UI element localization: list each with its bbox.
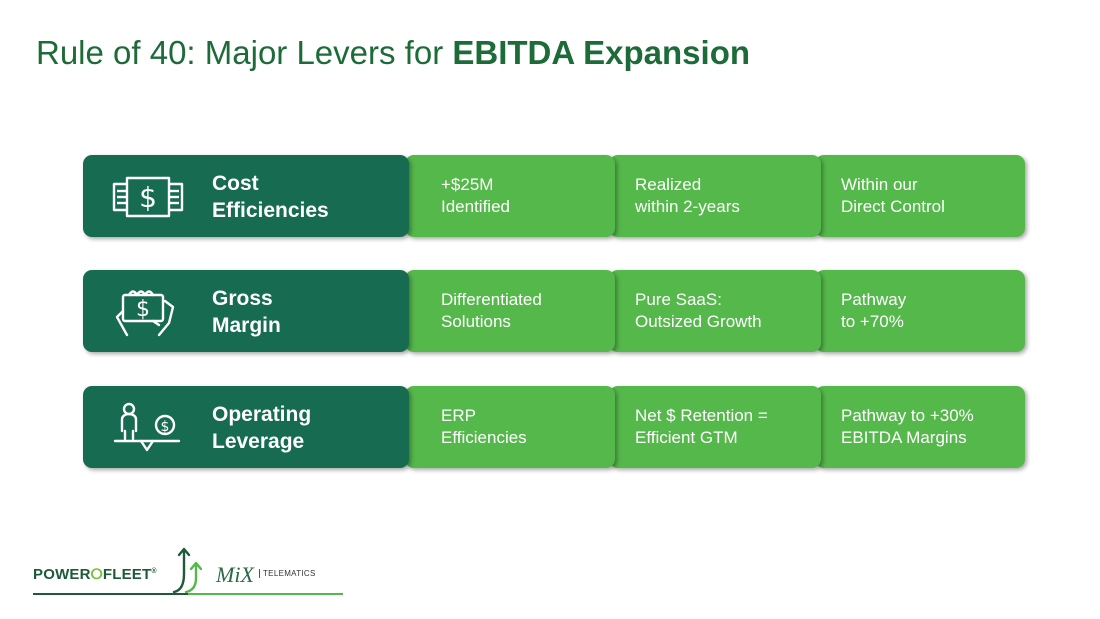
title-regular: Rule of 40: Major Levers for [36,34,453,71]
lever-row-cost-efficiencies: $ Cost Efficiencies +$25M Identified Rea… [83,155,1025,239]
powerfleet-wordmark: POWER⭘FLEET® [33,566,157,583]
lever-header: $ Gross Margin [83,270,409,352]
lever-item: Within our Direct Control [815,155,1025,237]
lever-item: Differentiated Solutions [405,270,615,352]
lever-item: ERP Efficiencies [405,386,615,468]
svg-text:$: $ [136,297,150,322]
up-arrows-icon [172,547,203,594]
lever-item: Pure SaaS: Outsized Growth [609,270,821,352]
lever-label: Operating Leverage [212,403,312,453]
lever-label: Gross Margin [212,287,281,337]
telematics-wordmark: TELEMATICS [259,569,316,578]
logo-underline [33,593,343,595]
lever-item: Pathway to +70% [815,270,1025,352]
svg-text:$: $ [161,419,170,435]
lever-row-gross-margin: $ Gross Margin Differentiated Solutions … [83,270,1025,354]
hand-holding-money-icon: $ [115,290,175,337]
lever-item: +$25M Identified [405,155,615,237]
svg-text:$: $ [139,181,157,214]
lever-header: $ Cost Efficiencies [83,155,409,237]
page-title: Rule of 40: Major Levers for EBITDA Expa… [36,34,750,72]
cash-stack-icon: $ [112,176,184,218]
person-balance-scale-icon: $ [113,402,181,452]
lever-row-operating-leverage: $ Operating Leverage ERP Efficiencies Ne… [83,386,1025,470]
lever-item: Pathway to +30% EBITDA Margins [815,386,1025,468]
mix-wordmark: MiX [216,562,254,587]
lever-item: Net $ Retention = Efficient GTM [609,386,821,468]
lever-header: $ Operating Leverage [83,386,409,468]
lever-item: Realized within 2-years [609,155,821,237]
title-bold: EBITDA Expansion [452,34,751,71]
company-logo: POWER⭘FLEET® MiX TELEMATICS [30,544,350,600]
lever-label: Cost Efficiencies [212,172,329,222]
